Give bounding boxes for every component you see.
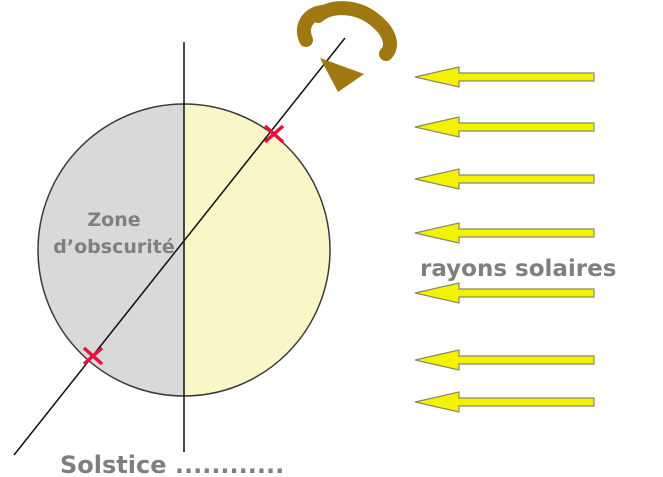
sun-ray-left-arrow-icon: [414, 66, 595, 88]
sun-ray-left-arrow-icon: [414, 222, 595, 244]
sun-ray-left-arrow-icon: [414, 282, 595, 304]
earth-axis: [13, 37, 346, 456]
sun-ray-left-arrow-icon: [414, 391, 595, 413]
zone-label-line2: d’obscurité: [53, 236, 174, 258]
sun-ray-left-arrow-icon: [414, 116, 595, 138]
rays-label: rayons solaires: [420, 256, 616, 282]
south-pole-cross-icon: [82, 346, 104, 366]
zone-label-line1: Zone: [87, 209, 140, 231]
sun-ray-left-arrow-icon: [414, 168, 595, 190]
day-hemisphere: [184, 104, 330, 396]
diagram-title: Solstice ............: [60, 451, 284, 477]
curved-rotation-arrow-icon: [297, 1, 397, 92]
sun-ray-left-arrow-icon: [414, 349, 595, 371]
north-pole-cross-icon: [263, 124, 285, 144]
sun-rays: [414, 66, 595, 413]
